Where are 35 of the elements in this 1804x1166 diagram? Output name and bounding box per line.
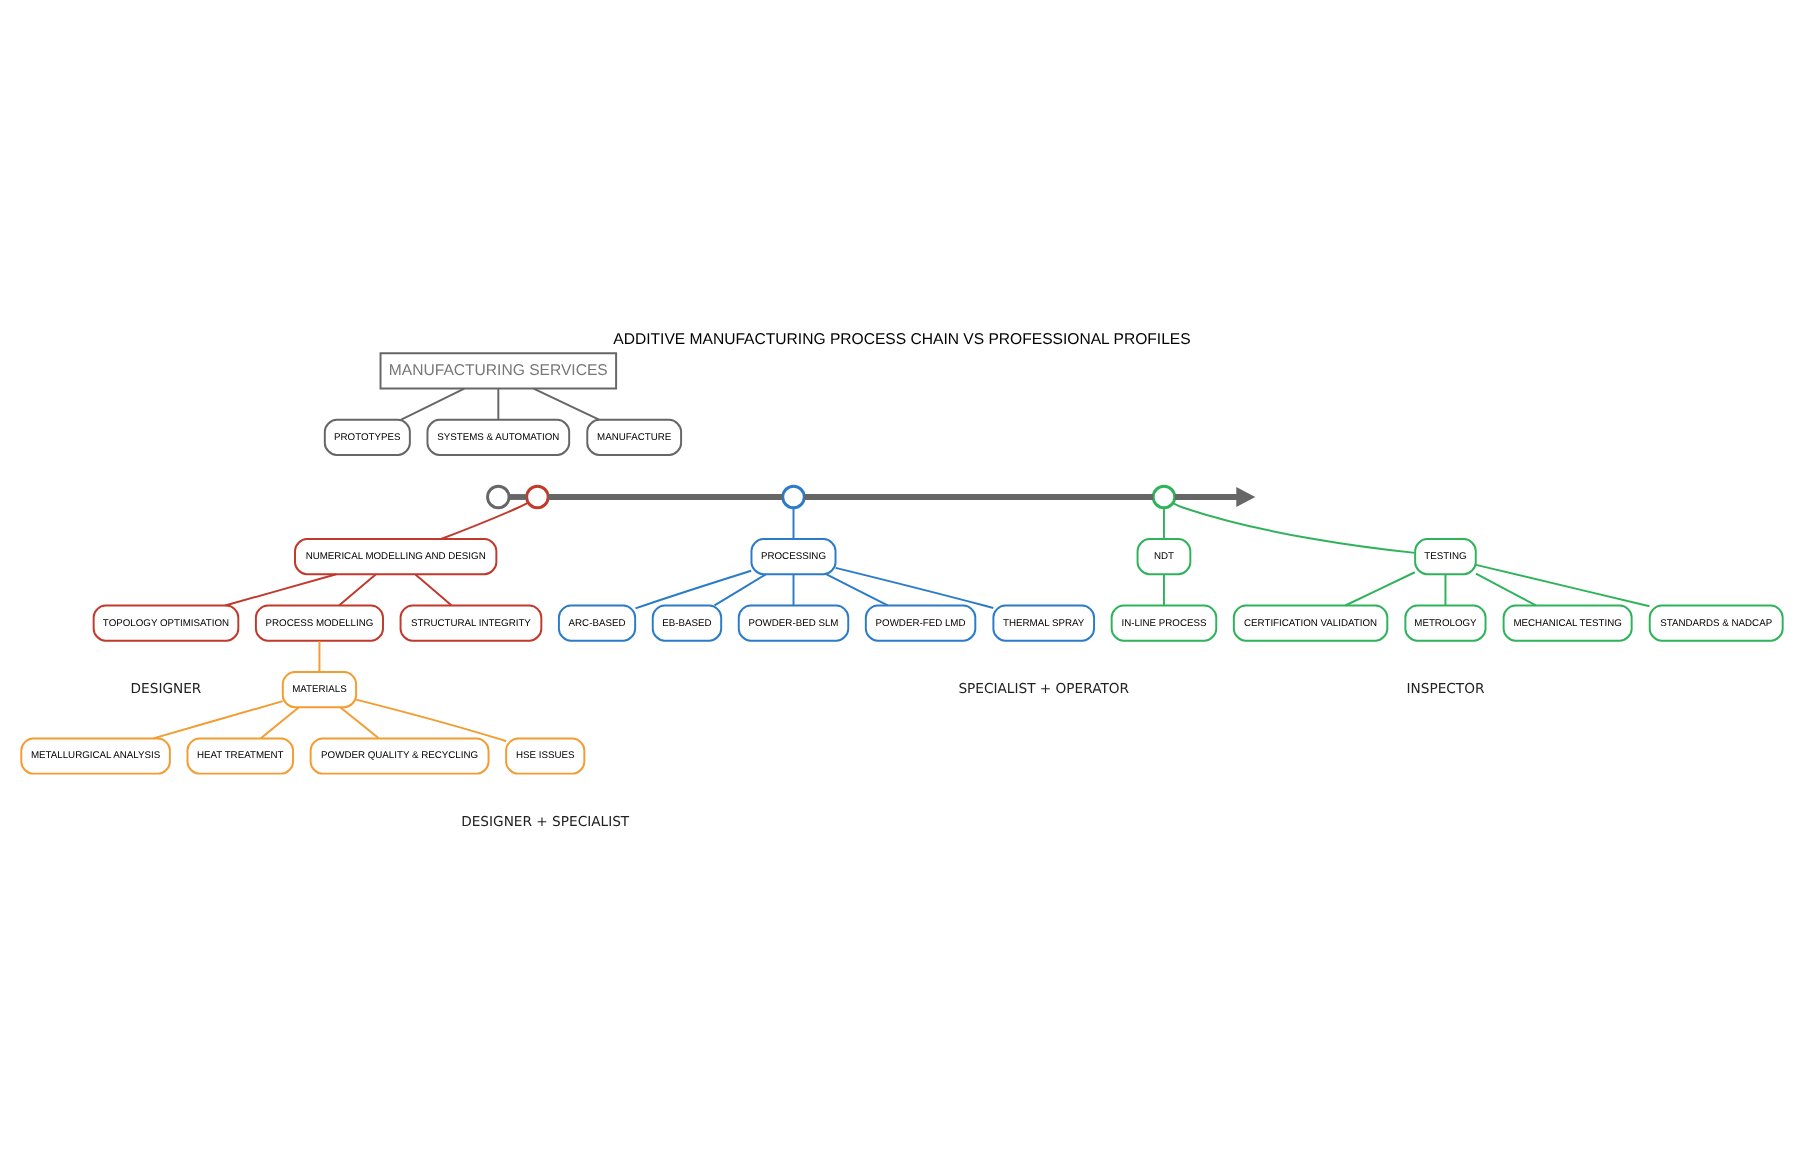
connector	[152, 699, 284, 739]
arrow	[1174, 486, 1256, 506]
node-circle	[486, 483, 511, 509]
connector	[509, 493, 527, 499]
connector	[338, 572, 377, 606]
node-circle	[781, 483, 806, 509]
node-circle	[1151, 483, 1177, 509]
connector	[792, 505, 795, 539]
connector	[548, 493, 783, 499]
connector	[224, 572, 338, 606]
connector	[634, 568, 753, 609]
diagram-title: ADDITIVE MANUFACTURING PROCESS CHAIN VS PROFESSIONAL PROFILES	[613, 329, 1191, 348]
connector	[532, 386, 600, 420]
connector	[834, 565, 995, 608]
connector	[400, 386, 466, 420]
connector	[1162, 572, 1165, 606]
connector	[497, 386, 500, 420]
connector	[792, 572, 795, 606]
connector	[1444, 572, 1447, 606]
connector	[259, 705, 300, 739]
connector	[339, 705, 380, 739]
connector	[713, 572, 767, 606]
connector	[825, 572, 889, 606]
connector	[1475, 571, 1537, 606]
node-circle	[525, 483, 550, 509]
node-box: MANUFACTURING SERVICES	[379, 351, 618, 389]
connector	[1344, 570, 1416, 606]
connector	[1162, 505, 1165, 539]
connector	[440, 500, 529, 539]
connector	[1171, 501, 1416, 553]
connector	[414, 572, 453, 606]
connector	[1475, 562, 1651, 607]
connector	[804, 493, 1154, 499]
connector	[318, 639, 321, 672]
connector	[355, 697, 508, 742]
